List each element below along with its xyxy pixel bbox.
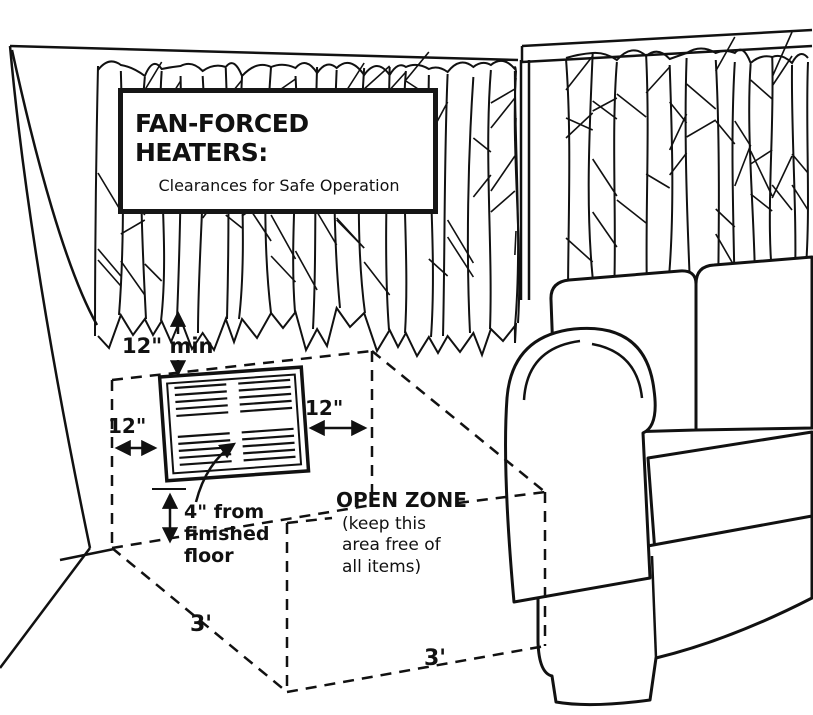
label-left-clearance: 12" [108,414,147,438]
heater [157,365,311,483]
title-box: FAN-FORCED HEATERS: Clearances for Safe … [118,88,438,214]
diagram-title: FAN-FORCED HEATERS: [135,109,309,167]
sofa [504,255,813,707]
label-open-zone-note: (keep this area free of all items) [342,514,441,577]
label-right-clearance: 12" [305,396,344,420]
dimension-arrows [114,310,368,544]
room-outline [0,28,813,669]
label-zone-width: 3' [424,646,447,671]
arrow-heater-pointer [194,442,237,503]
open-zone-dashed-box [110,349,547,694]
diagram-subtitle: Clearances for Safe Operation [158,176,400,195]
heater-frame [166,373,303,475]
label-zone-depth: 3' [190,612,213,637]
label-floor-clearance: 4" from finished floor [184,501,270,567]
label-top-clearance: 12" min [122,334,214,358]
label-open-zone-title: OPEN ZONE [336,488,467,512]
